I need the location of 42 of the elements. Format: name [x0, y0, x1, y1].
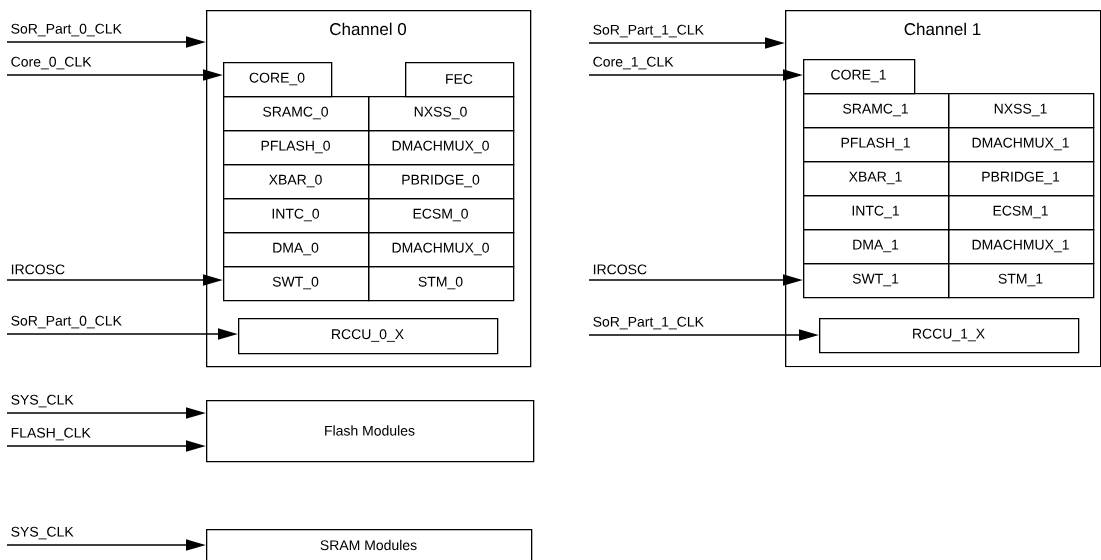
- signal-label: SYS_CLK: [11, 526, 74, 540]
- module-cell: INTC_0: [223, 198, 370, 234]
- module-cell: STM_1: [948, 263, 1095, 299]
- module-cell: DMACHMUX_1: [948, 229, 1095, 265]
- module-cell: PBRIDGE_1: [948, 161, 1095, 197]
- signal-label: Core_0_CLK: [11, 56, 92, 70]
- signal-label: SoR_Part_0_CLK: [11, 23, 122, 37]
- module-cell: STM_0: [368, 266, 515, 302]
- module-cell: XBAR_0: [223, 164, 370, 200]
- module-cell: PFLASH_0: [223, 130, 370, 166]
- signal-label: SoR_Part_1_CLK: [593, 316, 704, 330]
- signal-label: FLASH_CLK: [11, 427, 91, 441]
- signal-label: SYS_CLK: [11, 394, 74, 408]
- module-box: SRAM Modules: [206, 529, 533, 560]
- signal-label: IRCOSC: [593, 264, 647, 275]
- module-box: RCCU_0_X: [238, 318, 499, 355]
- module-cell: DMACHMUX_0: [368, 130, 515, 166]
- signal-label: SoR_Part_0_CLK: [11, 315, 122, 329]
- module-cell: PBRIDGE_0: [368, 164, 515, 200]
- module-cell: SRAMC_0: [223, 96, 370, 132]
- module-cell: XBAR_1: [803, 161, 950, 197]
- module-cell: CORE_1: [803, 59, 916, 95]
- module-cell: SRAMC_1: [803, 93, 950, 129]
- module-cell: CORE_0: [223, 62, 333, 98]
- module-cell: ECSM_0: [368, 198, 515, 234]
- signal-label: SoR_Part_1_CLK: [593, 24, 704, 38]
- module-cell: NXSS_1: [948, 93, 1095, 129]
- module-cell: PFLASH_1: [803, 127, 950, 163]
- module-cell: NXSS_0: [368, 96, 515, 132]
- module-box: RCCU_1_X: [819, 318, 1080, 354]
- module-cell: DMA_0: [223, 232, 370, 268]
- module-cell: DMA_1: [803, 229, 950, 265]
- module-cell: INTC_1: [803, 195, 950, 231]
- module-box: Flash Modules: [206, 400, 535, 463]
- module-cell: SWT_1: [803, 263, 950, 299]
- signal-label: Core_1_CLK: [593, 56, 674, 70]
- module-cell: FEC: [405, 62, 515, 98]
- module-cell: SWT_0: [223, 266, 370, 302]
- signal-label: IRCOSC: [11, 264, 65, 275]
- module-cell: DMACHMUX_1: [948, 127, 1095, 163]
- module-cell: DMACHMUX_0: [368, 232, 515, 268]
- module-cell: ECSM_1: [948, 195, 1095, 231]
